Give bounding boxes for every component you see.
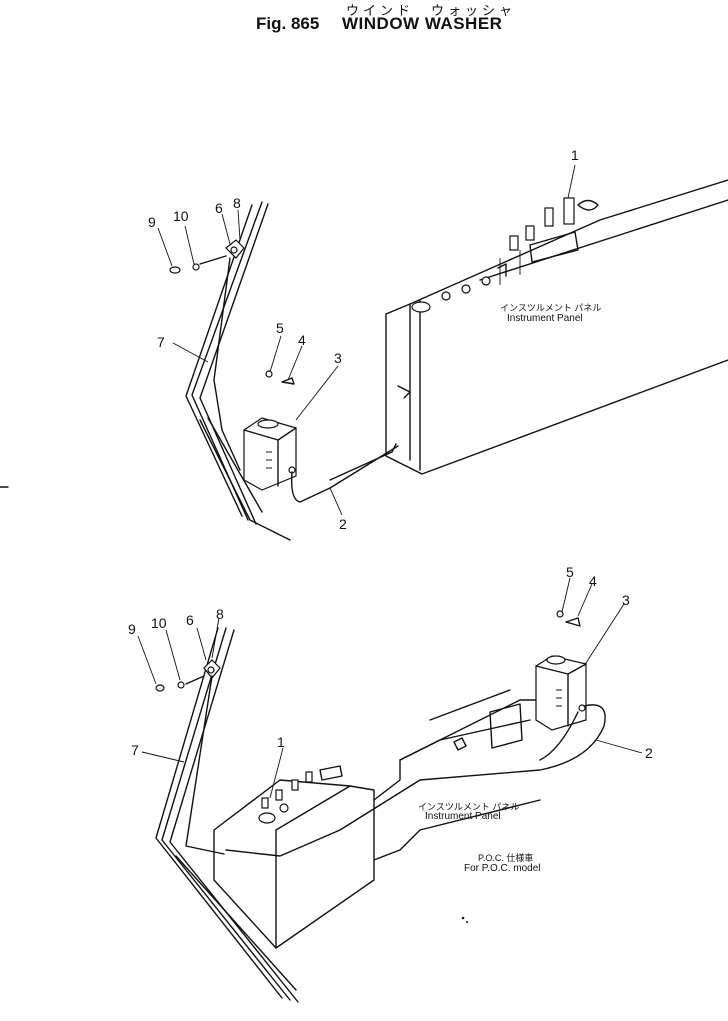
stray-dot [461,916,465,920]
top-washer-hose [290,443,399,503]
top-washer-tank [243,417,297,491]
top-instrument-panel [385,179,728,475]
bottom-callout-1: 1 [277,734,285,750]
top-panel-label: Instrument Panel [507,313,583,324]
top-callout-2: 2 [339,516,347,532]
bottom-callout-7: 7 [131,742,139,758]
bottom-callout-8: 8 [216,606,224,622]
model-note: For P.O.C. model [464,863,541,874]
top-callout-10: 10 [173,208,189,224]
bottom-nozzle [155,610,581,855]
bottom-leader-lines [137,577,643,799]
top-callout-5: 5 [276,320,284,336]
bottom-callout-5: 5 [566,564,574,580]
figure-number: Fig. 865 [256,14,320,33]
top-callout-8: 8 [233,195,241,211]
top-callout-6: 6 [215,200,223,216]
top-nozzle [169,239,295,471]
bottom-cab-frame [155,627,299,1003]
top-leader-lines [157,164,576,516]
top-callout-4: 4 [298,332,306,348]
bottom-callout-4: 4 [589,573,597,589]
top-callout-7: 7 [157,334,165,350]
bottom-instrument-panel [213,689,561,949]
model-note-japanese: P.O.C. 仕様車 [478,853,534,863]
bottom-callout-3: 3 [622,592,630,608]
top-callout-9: 9 [148,214,156,230]
bottom-callout-2: 2 [645,745,653,761]
figure-title-japanese: ウインド ウォッシャ [346,3,517,18]
top-cab-frame [185,201,291,541]
top-panel-label-japanese: インスツルメント パネル [500,303,602,313]
bottom-panel-label-japanese: インスツルメント パネル [418,802,520,812]
bottom-washer-tank [535,655,587,731]
bottom-washer-hose [225,704,606,857]
top-callout-3: 3 [334,350,342,366]
bottom-callout-10: 10 [151,615,167,631]
stray-dot [466,921,468,923]
top-callout-1: 1 [571,147,579,163]
figure-title: WINDOW WASHER [342,14,503,33]
bottom-callout-6: 6 [186,612,194,628]
bottom-callout-9: 9 [128,621,136,637]
bottom-panel-label: Instrument Panel [425,811,501,822]
